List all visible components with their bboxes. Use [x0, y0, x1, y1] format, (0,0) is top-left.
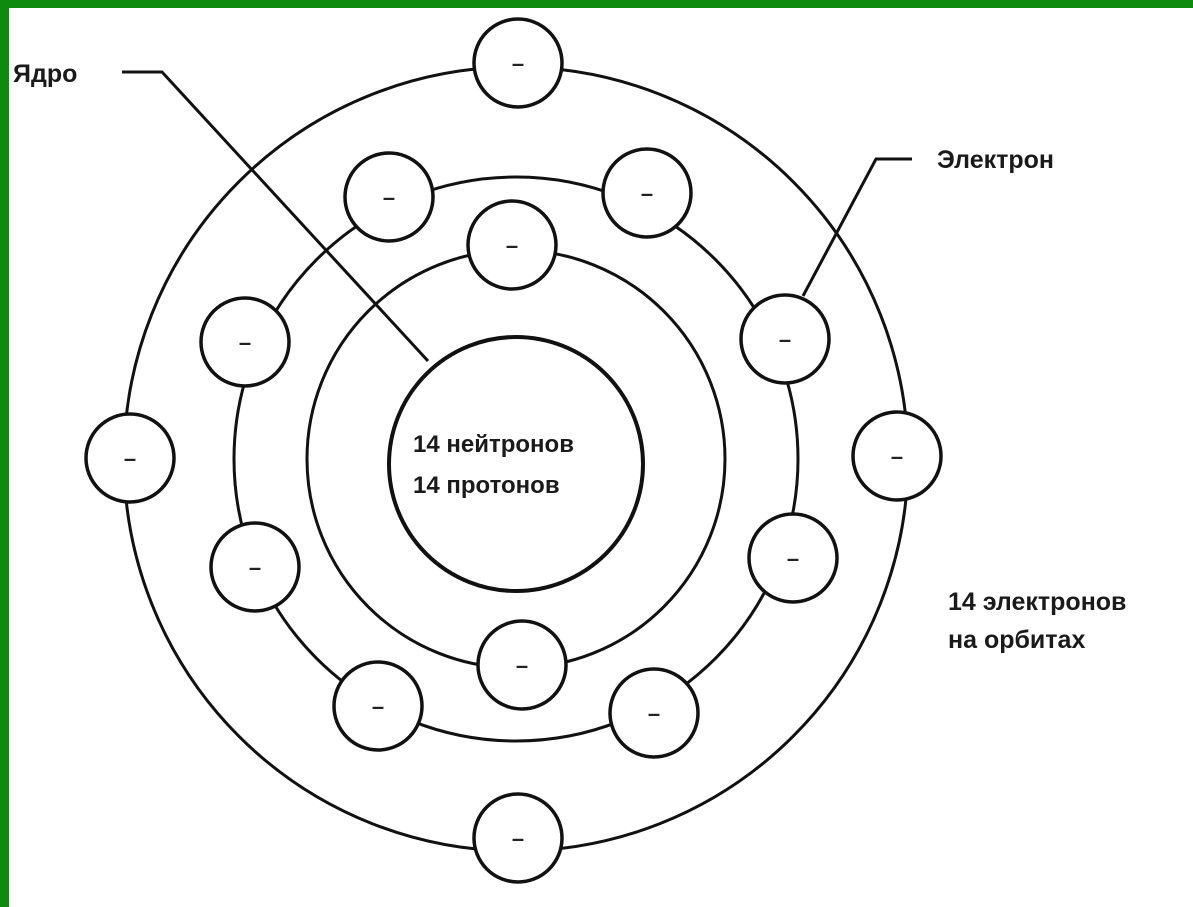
nucleus-protons-label: 14 протонов: [413, 472, 560, 499]
electron-charge-sign: –: [249, 555, 261, 580]
electron: –: [610, 669, 698, 757]
electron-charge-sign: –: [383, 185, 395, 210]
electron-label: Электрон: [937, 146, 1054, 174]
electron-charge-sign: –: [372, 694, 384, 719]
electron-charge-sign: –: [787, 546, 799, 571]
electron-charge-sign: –: [891, 444, 903, 469]
electron-count-label-line1: 14 электронов: [948, 588, 1126, 616]
electron: –: [86, 414, 174, 502]
electron: –: [474, 19, 562, 107]
nucleus-label: Ядро: [13, 60, 77, 88]
electron: –: [478, 621, 566, 709]
electron-count-label-line2: на орбитах: [948, 626, 1085, 654]
electron-charge-sign: –: [516, 653, 528, 678]
electron: –: [468, 201, 556, 289]
electron-charge-sign: –: [512, 51, 524, 76]
electron-charge-sign: –: [641, 181, 653, 206]
electron-charge-sign: –: [239, 330, 251, 355]
electron-charge-sign: –: [124, 446, 136, 471]
electron-leader-line: [803, 159, 912, 296]
electron: –: [474, 794, 562, 882]
electron: –: [853, 412, 941, 500]
electron: –: [603, 149, 691, 237]
electron: –: [741, 295, 829, 383]
electron: –: [334, 662, 422, 750]
electron: –: [345, 153, 433, 241]
electron: –: [201, 298, 289, 386]
electron-charge-sign: –: [512, 826, 524, 851]
electron-charge-sign: –: [648, 701, 660, 726]
electron-charge-sign: –: [506, 233, 518, 258]
electron: –: [749, 514, 837, 602]
nucleus: [389, 337, 643, 591]
electron-charge-sign: –: [779, 327, 791, 352]
electron: –: [211, 523, 299, 611]
nucleus-neutrons-label: 14 нейтронов: [413, 431, 574, 458]
